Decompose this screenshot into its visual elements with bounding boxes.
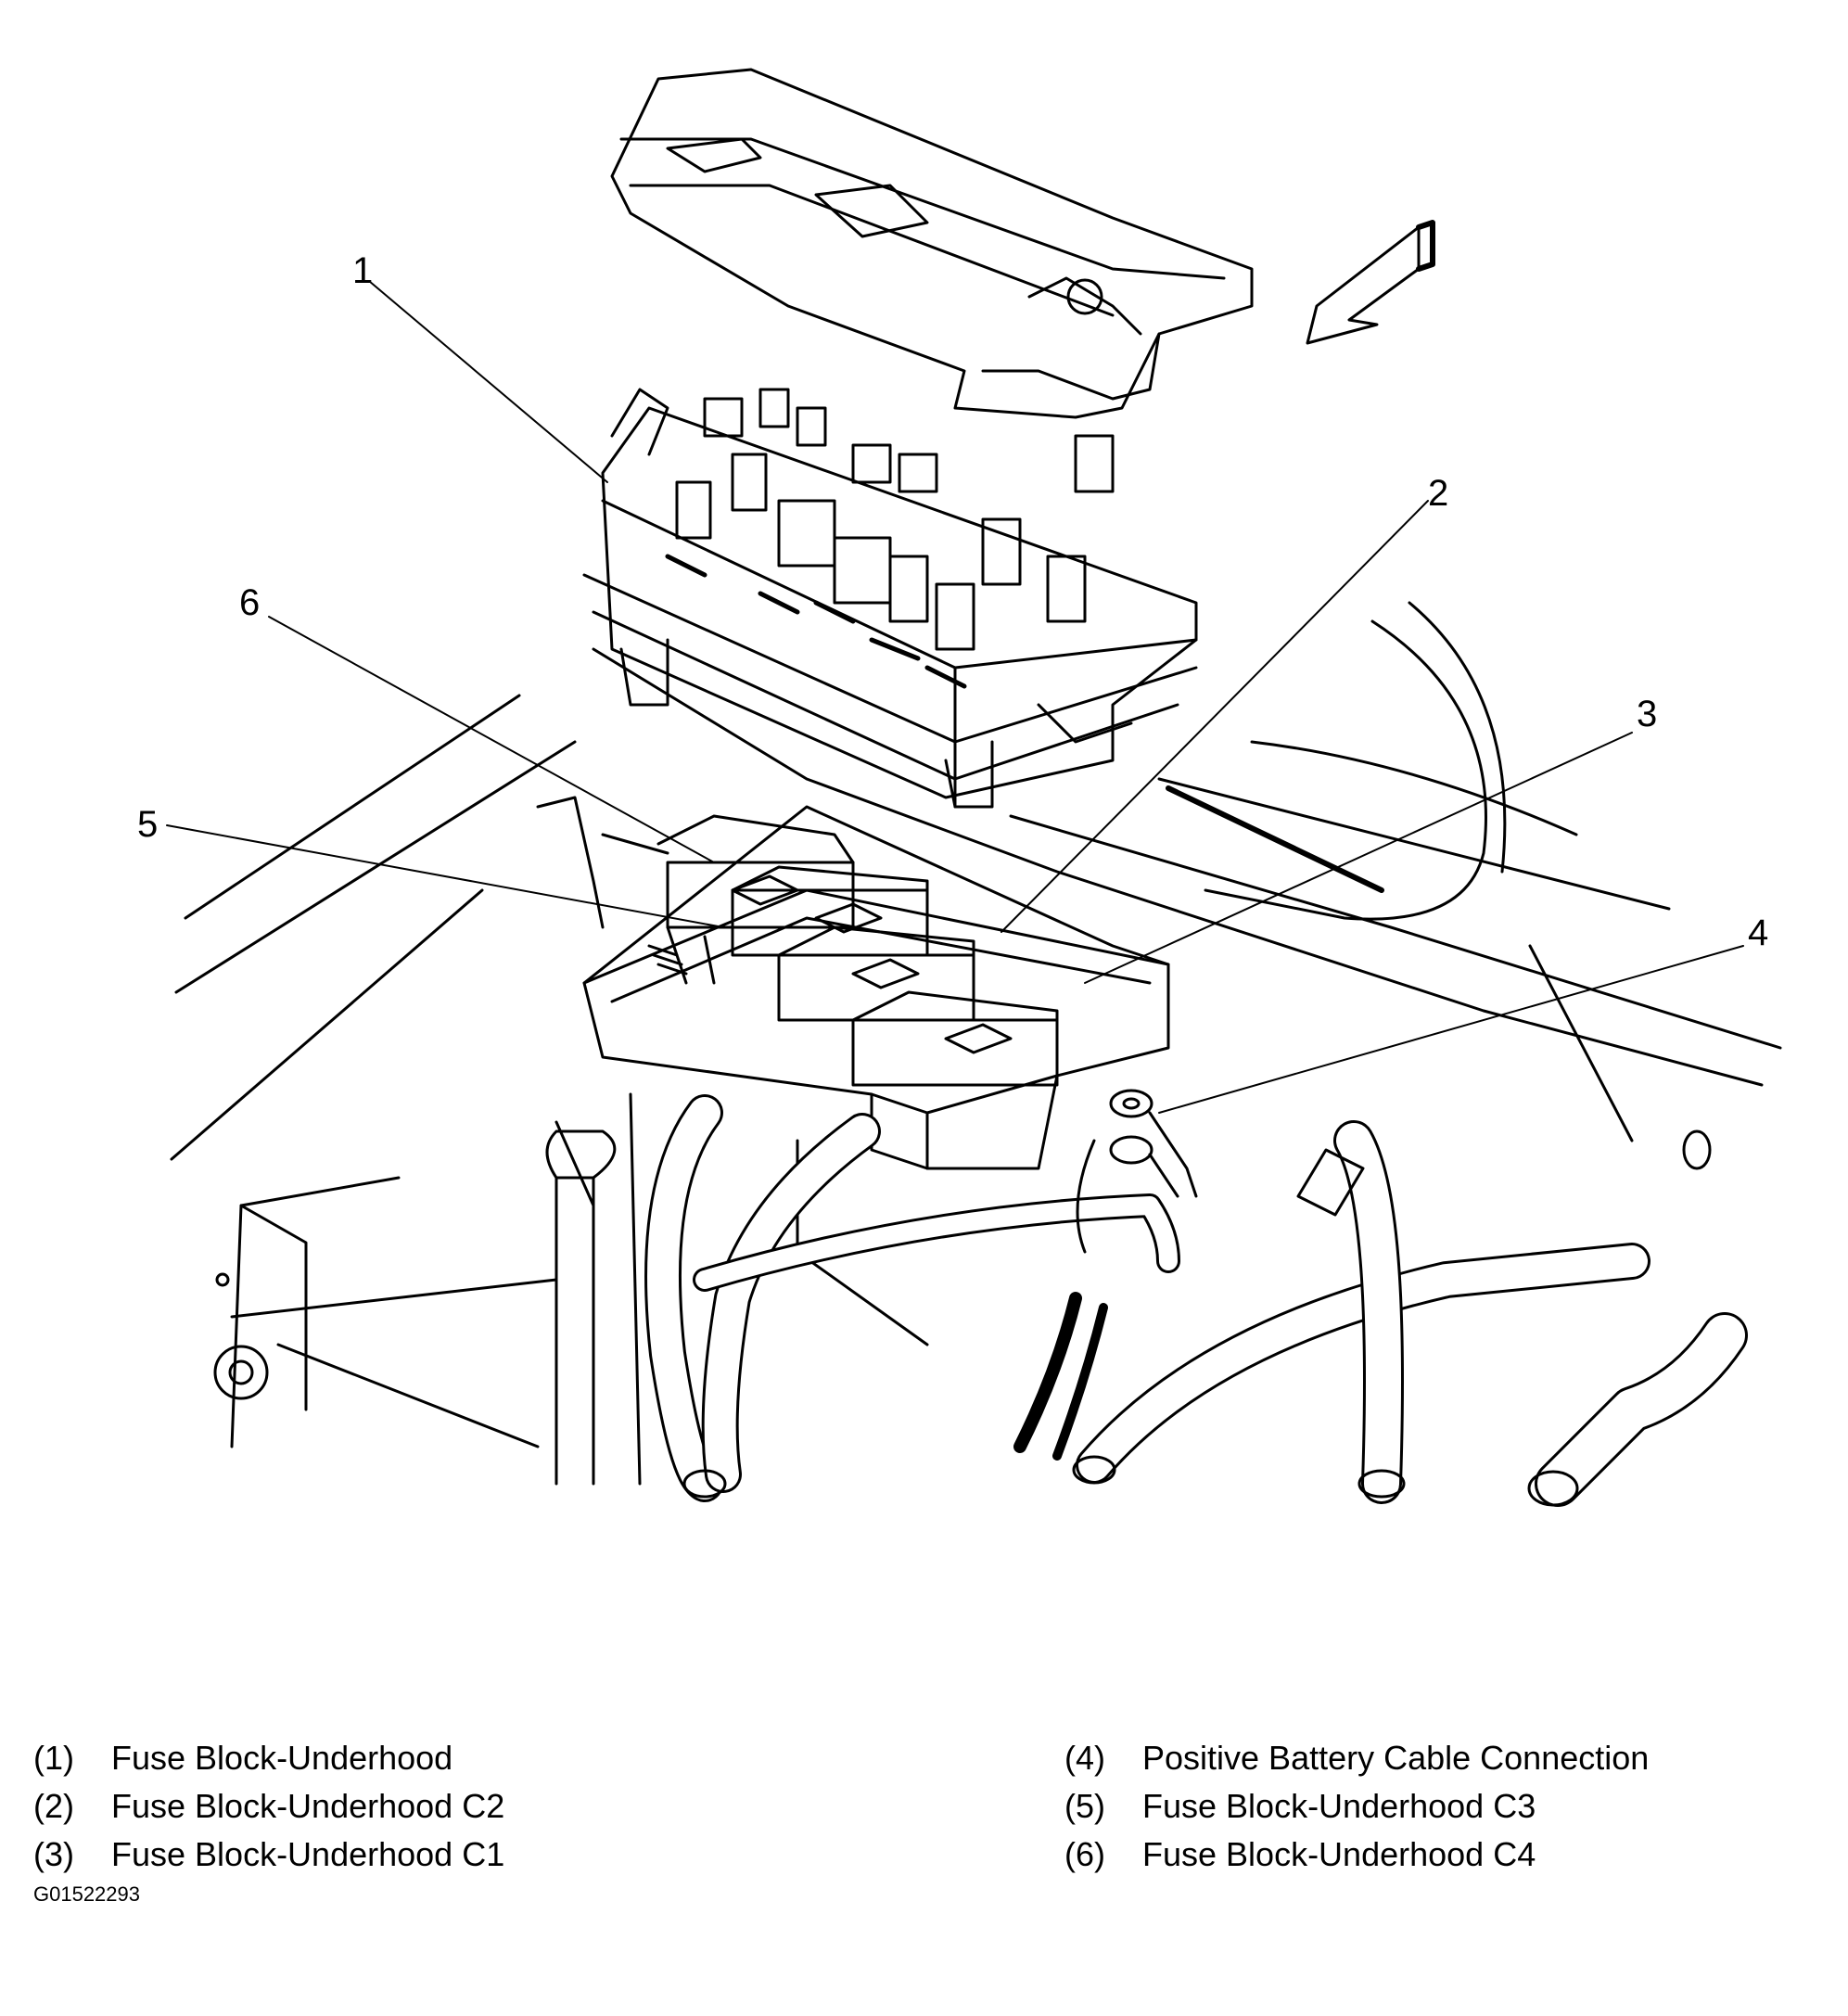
legend-item: (2) Fuse Block-Underhood C2	[33, 1782, 504, 1831]
legend-item-number: (1)	[33, 1739, 74, 1777]
leader-line-4	[1158, 945, 1744, 1114]
legend-item-label: Fuse Block-Underhood	[111, 1739, 453, 1777]
fuse-block-base	[536, 796, 1170, 1170]
fuse-block-illustration: 1 2 3 4 5 6	[137, 68, 1782, 1507]
legend-item-label: Fuse Block-Underhood C1	[111, 1835, 505, 1873]
callout-1: 1	[352, 250, 373, 291]
leader-line-2	[1000, 500, 1429, 933]
legend-item-label: Fuse Block-Underhood C3	[1142, 1787, 1536, 1825]
wiring-harness	[545, 1094, 1748, 1507]
leader-line-1	[368, 280, 608, 483]
legend-item-number: (5)	[1064, 1787, 1105, 1825]
callout-6: 6	[239, 582, 260, 623]
callout-5: 5	[137, 804, 158, 845]
legend-item: (4) Positive Battery Cable Connection	[1064, 1734, 1649, 1782]
callout-2: 2	[1428, 473, 1448, 514]
figure-id: G01522293	[33, 1882, 140, 1906]
callout-3: 3	[1637, 694, 1657, 734]
legend-column-right: (4) Positive Battery Cable Connection (5)…	[1064, 1734, 1649, 1879]
leader-line-6	[268, 616, 715, 863]
fuse-block-cover	[610, 68, 1254, 419]
battery-cable-terminal	[1076, 1089, 1198, 1254]
leader-line-3	[1084, 732, 1633, 984]
leader-line-5	[166, 824, 724, 928]
legend: (1) Fuse Block-Underhood (2) Fuse Block-Un…	[0, 1734, 1848, 1920]
legend-item: (6) Fuse Block-Underhood C4	[1064, 1831, 1649, 1879]
legend-item-number: (4)	[1064, 1739, 1105, 1777]
legend-item: (5) Fuse Block-Underhood C3	[1064, 1782, 1649, 1831]
callout-labels: 1 2 3 4 5 6	[137, 250, 1768, 953]
legend-item: (3) Fuse Block-Underhood C1	[33, 1831, 504, 1879]
connector-c1	[851, 1018, 1059, 1087]
callout-4: 4	[1748, 912, 1768, 953]
legend-item-number: (3)	[33, 1835, 74, 1873]
legend-item-label: Fuse Block-Underhood C2	[111, 1787, 505, 1825]
legend-item-label: Positive Battery Cable Connection	[1142, 1739, 1650, 1777]
legend-item-number: (2)	[33, 1787, 74, 1825]
legend-item: (1) Fuse Block-Underhood	[33, 1734, 504, 1782]
direction-arrow-icon	[1306, 220, 1435, 345]
leader-lines	[166, 280, 1744, 1114]
legend-item-label: Fuse Block-Underhood C4	[1142, 1835, 1536, 1873]
connector-c4	[666, 861, 855, 929]
fuse-block-underhood	[582, 388, 1198, 809]
legend-item-number: (6)	[1064, 1835, 1105, 1873]
legend-column-left: (1) Fuse Block-Underhood (2) Fuse Block-Un…	[33, 1734, 504, 1879]
